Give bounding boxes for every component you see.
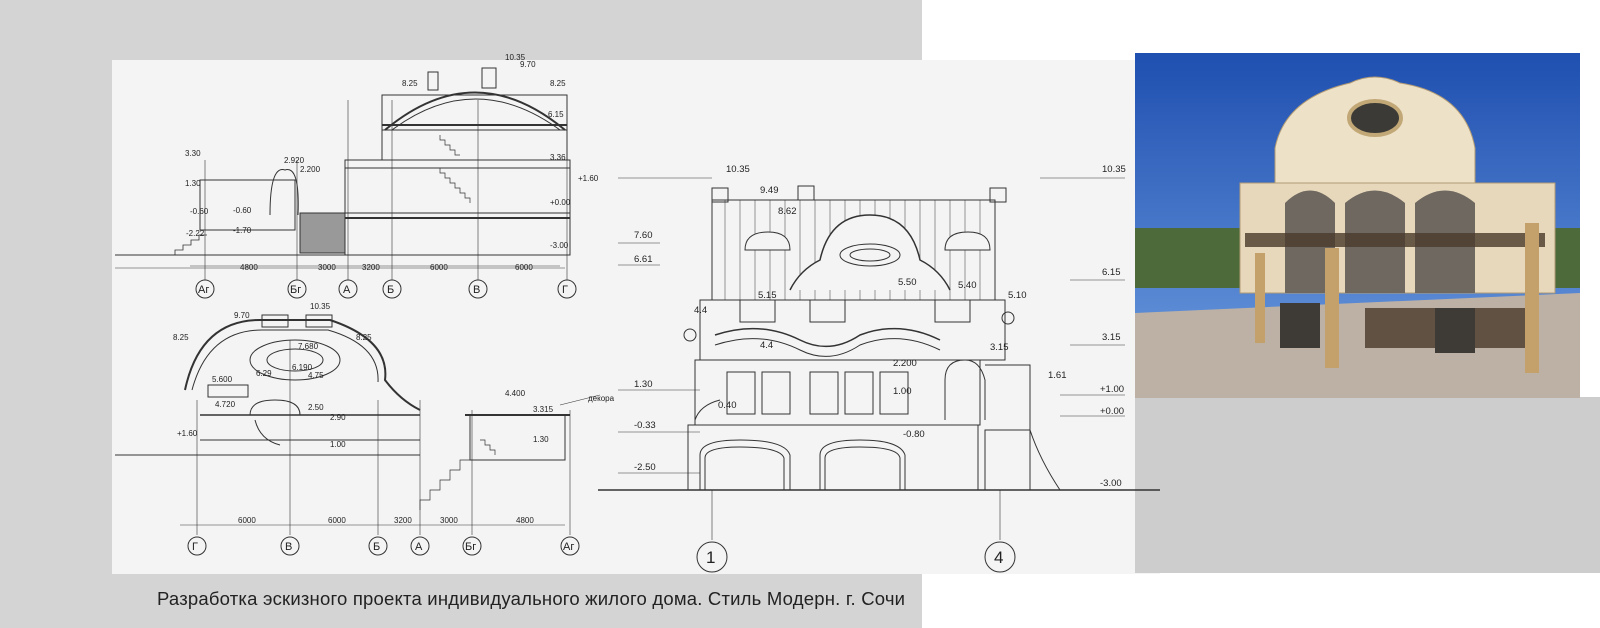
level-label: 6.61 xyxy=(634,254,653,265)
level-label: -2.22 xyxy=(186,229,205,238)
level-label: -1.70 xyxy=(233,226,252,235)
level-label: -0.80 xyxy=(903,429,925,440)
axis-label: Г xyxy=(562,284,568,296)
dimension-label: 3200 xyxy=(362,263,380,272)
level-label: 9.49 xyxy=(760,185,779,196)
axis-label: Б xyxy=(387,284,394,296)
level-label: 0.40 xyxy=(718,400,737,411)
level-label: -3.00 xyxy=(550,241,569,250)
axis-label: 4 xyxy=(994,548,1003,567)
facade-labels: 10.35 9.49 8.62 7.60 6.61 5.15 4.4 4.4 1… xyxy=(634,164,1126,567)
level-label: 1.30 xyxy=(634,379,653,390)
note-label: декора xyxy=(588,394,615,403)
level-label: 1.00 xyxy=(893,386,912,397)
level-label: 5.40 xyxy=(958,280,977,291)
level-label: 8.25 xyxy=(402,79,418,88)
level-label: -0.60 xyxy=(190,207,209,216)
level-label: 3.30 xyxy=(185,149,201,158)
axis-label: 1 xyxy=(706,548,715,567)
level-label: 3.15 xyxy=(990,342,1009,353)
section-top xyxy=(115,67,571,280)
level-label: 1.00 xyxy=(330,440,346,449)
level-label: 1.61 xyxy=(1048,370,1067,381)
axis-label: Аг xyxy=(563,541,574,553)
level-label: 1.30 xyxy=(185,179,201,188)
photo-gray-panel xyxy=(1135,397,1600,573)
level-label: 5.600 xyxy=(212,375,233,384)
facade-drawing xyxy=(598,177,1160,540)
level-label: 5.50 xyxy=(898,277,917,288)
dimension-label: 3000 xyxy=(440,516,458,525)
axis-label: Бг xyxy=(290,284,301,296)
level-label: -2.50 xyxy=(634,462,656,473)
level-label: 4.4 xyxy=(694,305,707,316)
level-label: 9.70 xyxy=(234,311,250,320)
level-label: 8.25 xyxy=(356,333,372,342)
section-bottom xyxy=(115,314,601,535)
level-label: 10.35 xyxy=(1102,164,1126,175)
axis-label: Б xyxy=(373,541,380,553)
level-label: 10.35 xyxy=(505,53,526,62)
axis-label: В xyxy=(473,284,480,296)
level-label: 7.680 xyxy=(298,342,319,351)
axis-label: Г xyxy=(192,541,198,553)
axis-label: Бг xyxy=(465,541,476,553)
level-label: 2.920 xyxy=(284,156,305,165)
dimension-label: 3000 xyxy=(318,263,336,272)
level-label: +1.60 xyxy=(177,429,198,438)
axis-label: А xyxy=(343,284,351,296)
dimension-label: 4800 xyxy=(516,516,534,525)
level-label: 10.35 xyxy=(726,164,750,175)
level-label: +1.00 xyxy=(1100,384,1124,395)
caption: Разработка эскизного проекта индивидуаль… xyxy=(157,588,906,609)
dimension-label: 6000 xyxy=(328,516,346,525)
level-label: 2.50 xyxy=(308,403,324,412)
level-label: 9.70 xyxy=(520,60,536,69)
level-label: 1.30 xyxy=(533,435,549,444)
section-top-labels: 10.35 9.70 8.25 8.25 6.15 3.36 +1.60 +0.… xyxy=(185,53,599,296)
house-photo xyxy=(1135,53,1580,398)
dimension-label: 6000 xyxy=(515,263,533,272)
dimension-label: 4800 xyxy=(240,263,258,272)
level-label: +1.60 xyxy=(578,174,599,183)
level-label: 7.60 xyxy=(634,230,653,241)
level-label: 5.15 xyxy=(758,290,777,301)
level-label: 8.25 xyxy=(550,79,566,88)
level-label: +0.00 xyxy=(550,198,571,207)
dimension-label: 6000 xyxy=(430,263,448,272)
level-label: 3.315 xyxy=(533,405,554,414)
level-label: 6.29 xyxy=(256,369,272,378)
axis-label: В xyxy=(285,541,292,553)
level-label: -0.60 xyxy=(233,206,252,215)
level-label: 4.720 xyxy=(215,400,236,409)
axis-label: А xyxy=(415,541,423,553)
level-label: 5.10 xyxy=(1008,290,1027,301)
level-label: 6.15 xyxy=(548,110,564,119)
level-label: 3.15 xyxy=(1102,332,1121,343)
level-label: 8.62 xyxy=(778,206,797,217)
axis-markers xyxy=(187,279,1016,573)
level-label: 4.400 xyxy=(505,389,526,398)
dimension-label: 3200 xyxy=(394,516,412,525)
level-label: 3.36 xyxy=(550,153,566,162)
dimension-label: 6000 xyxy=(238,516,256,525)
level-label: 2.200 xyxy=(893,358,917,369)
level-label: 6.15 xyxy=(1102,267,1121,278)
level-label: -0.33 xyxy=(634,420,656,431)
section-bottom-labels: 9.70 10.35 8.25 8.25 7.680 6.190 5.600 4… xyxy=(173,302,615,553)
level-label: 2.200 xyxy=(300,165,321,174)
level-label: 4.75 xyxy=(308,371,324,380)
level-label: 6.190 xyxy=(292,363,313,372)
level-label: 4.4 xyxy=(760,340,773,351)
level-label: 2.90 xyxy=(330,413,346,422)
axis-label: Аг xyxy=(198,284,209,296)
level-label: 8.25 xyxy=(173,333,189,342)
level-label: -3.00 xyxy=(1100,478,1122,489)
level-label: 10.35 xyxy=(310,302,331,311)
level-label: +0.00 xyxy=(1100,406,1124,417)
